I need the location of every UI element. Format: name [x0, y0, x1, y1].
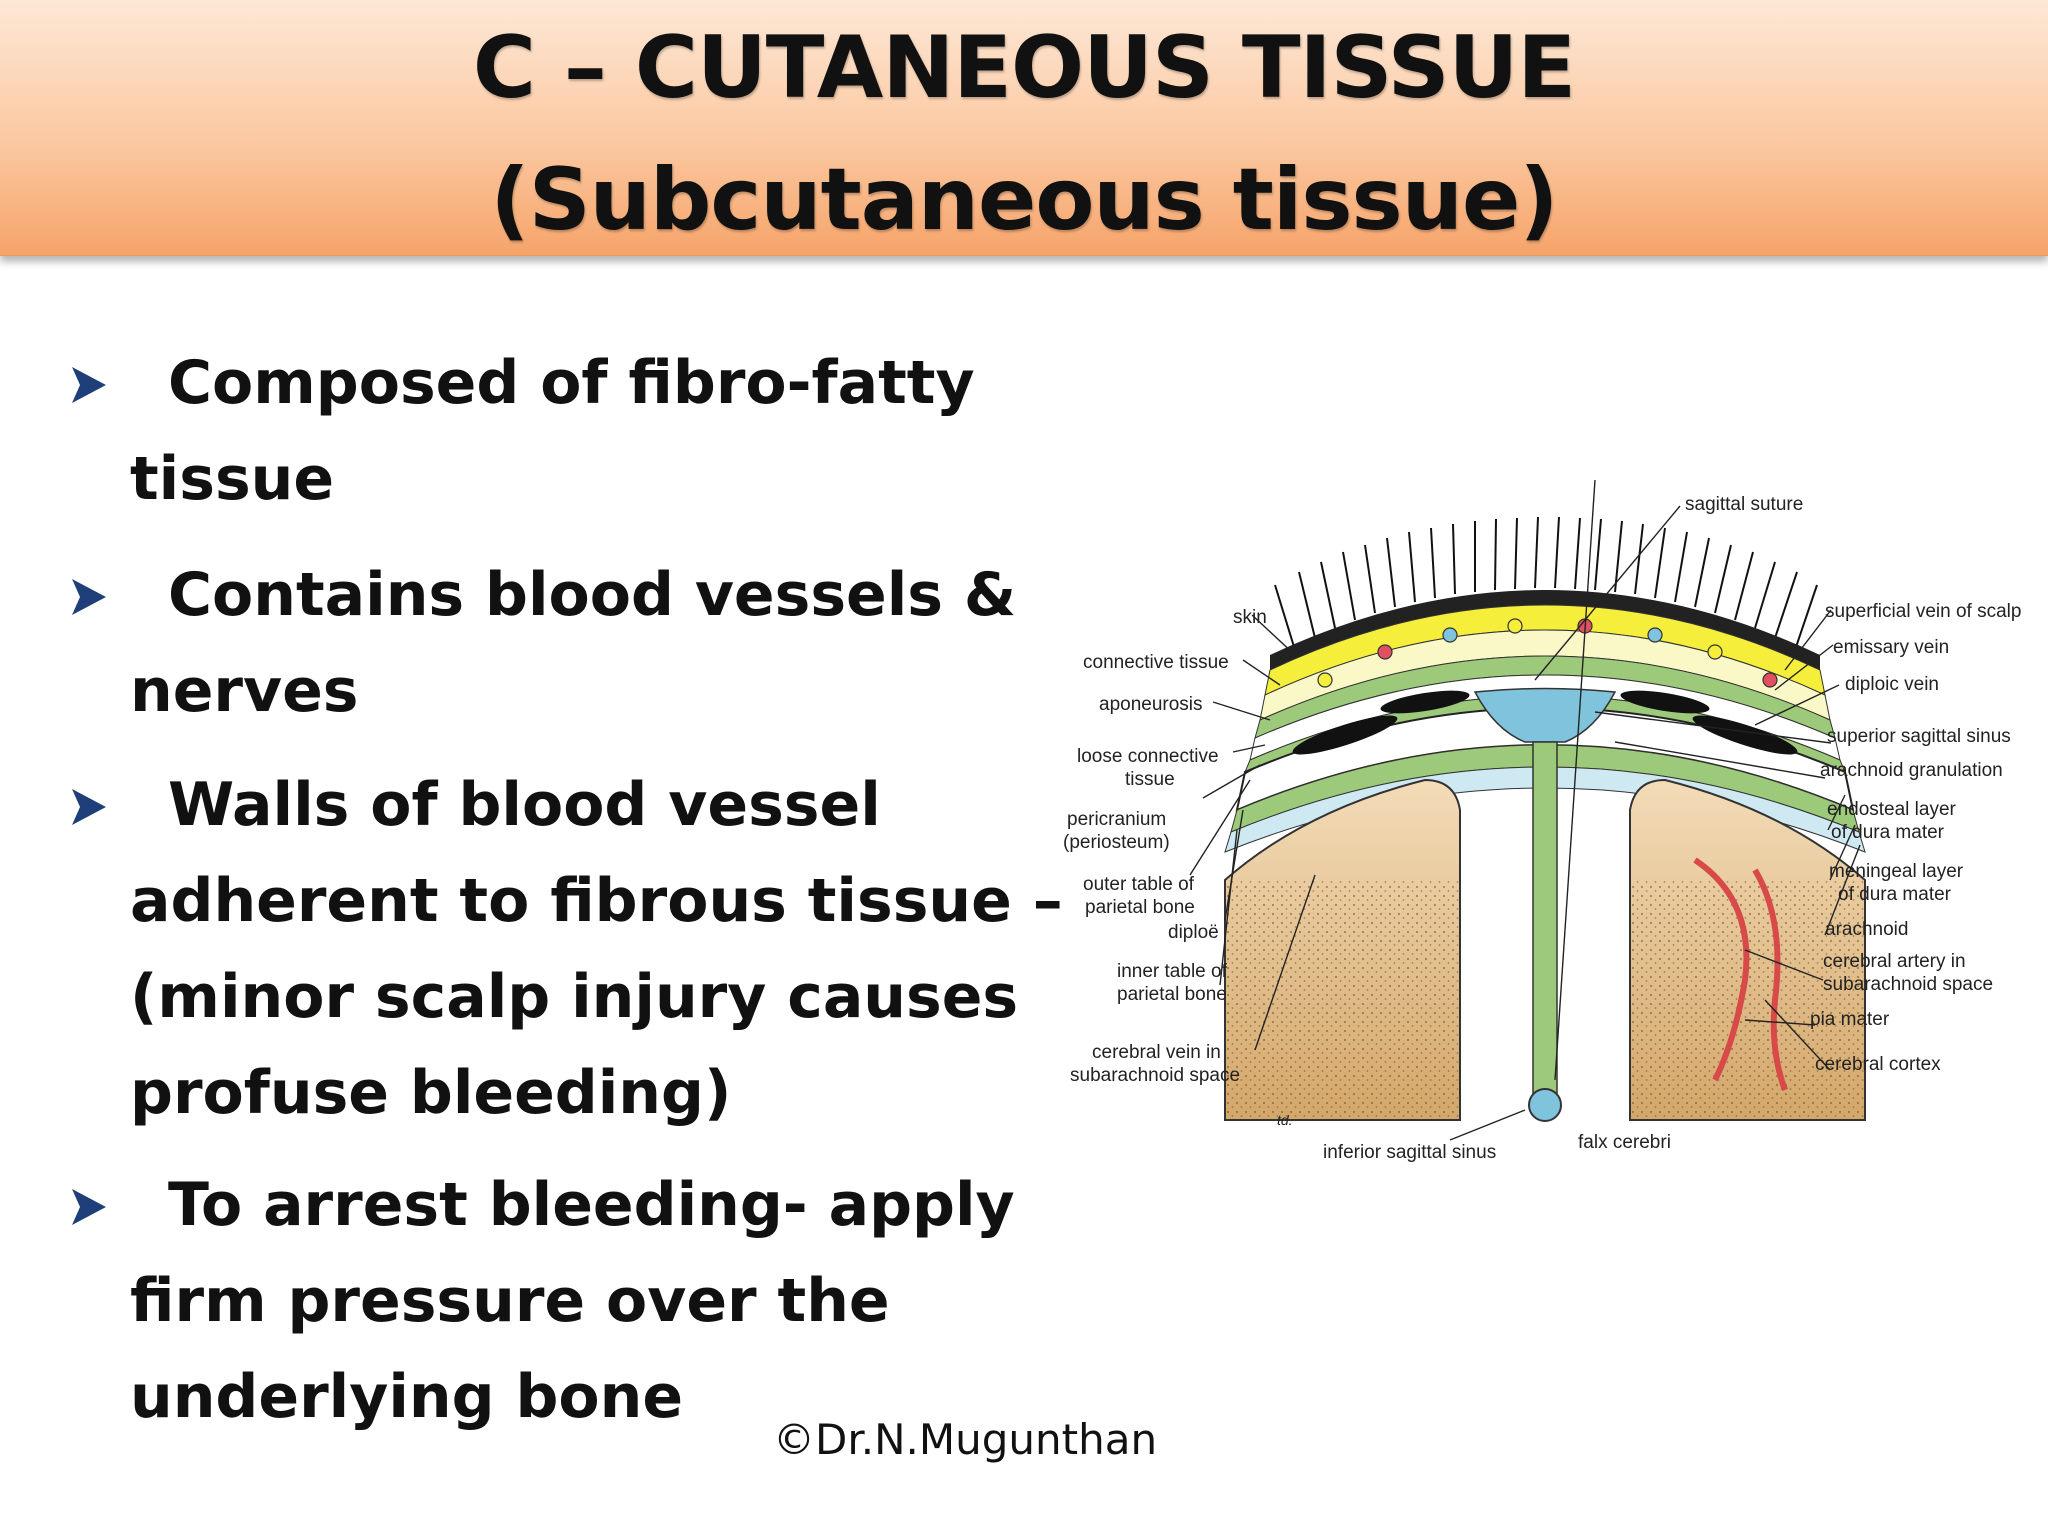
label-loose-connective-2: tissue — [1125, 769, 1175, 790]
inferior-sagittal-sinus — [1528, 1088, 1562, 1122]
arrow-bullet-icon — [72, 367, 106, 403]
label-superficial-vein: superficial vein of scalp — [1825, 601, 2021, 622]
label-meningeal: meningeal layer — [1829, 861, 1964, 882]
diploe-dots — [1292, 690, 1798, 755]
label-periosteum: (periosteum) — [1063, 832, 1170, 853]
arrow-bullet-icon — [72, 789, 106, 825]
label-inner-table-2: parietal bone — [1117, 984, 1227, 1005]
scalp-vessels — [1317, 618, 1778, 688]
label-connective-tissue: connective tissue — [1083, 652, 1229, 673]
bullet-text: To arrest bleeding- apply firm pressure … — [130, 1170, 1015, 1432]
label-inner-table: inner table of — [1117, 961, 1228, 982]
label-pericranium: pericranium — [1067, 809, 1166, 830]
hair-strands — [1274, 516, 1818, 651]
label-arachnoid-granulation: arachnoid granulation — [1820, 760, 2003, 781]
bullet-text: Contains blood vessels & nerves — [130, 560, 1017, 726]
label-endosteal-2: of dura mater — [1831, 822, 1945, 843]
label-inferior-sagittal-sinus: inferior sagittal sinus — [1323, 1142, 1496, 1163]
label-superior-sagittal-sinus: superior sagittal sinus — [1827, 726, 2011, 747]
label-sagittal-suture: sagittal suture — [1685, 494, 1803, 515]
right-cortex-texture — [1630, 880, 1865, 1120]
label-pia-mater: pia mater — [1810, 1009, 1890, 1030]
label-outer-table: outer table of — [1083, 874, 1195, 895]
label-diploic-vein: diploic vein — [1845, 674, 1939, 695]
bullet-text: Composed of fibro-fatty tissue — [130, 348, 975, 514]
label-cerebral-artery: cerebral artery in — [1823, 951, 1966, 972]
label-emissary-vein: emissary vein — [1833, 637, 1949, 658]
skin-layer — [1270, 590, 1820, 670]
cerebral-artery — [1693, 857, 1788, 1092]
leader-lines — [1189, 480, 1861, 1141]
label-skin: skin — [1233, 607, 1267, 628]
left-cortex-texture — [1225, 880, 1460, 1120]
bullet-list: Composed of fibro-fatty tissue Contains … — [72, 348, 1063, 1432]
arrow-bullet-icon — [72, 579, 106, 615]
copyright-text: ©Dr.N.Mugunthan — [773, 1415, 1158, 1464]
label-endosteal: endosteal layer — [1827, 799, 1957, 820]
label-meningeal-2: of dura mater — [1838, 884, 1952, 905]
label-cerebral-artery-2: subarachnoid space — [1823, 974, 1993, 995]
label-aponeurosis: aponeurosis — [1099, 694, 1203, 715]
label-diploe: diploë — [1168, 922, 1219, 943]
label-loose-connective: loose connective — [1077, 746, 1219, 767]
slide-title: C – CUTANEOUS TISSUE — [472, 18, 1576, 118]
label-artist-mark: td. — [1277, 1112, 1293, 1128]
label-outer-table-2: parietal bone — [1085, 897, 1195, 918]
label-cerebral-cortex: cerebral cortex — [1815, 1054, 1941, 1075]
bullet-text: Walls of blood vessel adherent to fibrou… — [130, 770, 1063, 1128]
label-cerebral-vein-2: subarachnoid space — [1070, 1065, 1240, 1086]
label-arachnoid: arachnoid — [1825, 919, 1908, 940]
falx-cerebri — [1532, 741, 1558, 1103]
label-falx-cerebri: falx cerebri — [1578, 1132, 1671, 1153]
slide-subtitle: (Subcutaneous tissue) — [490, 150, 1558, 250]
title-bar: C – CUTANEOUS TISSUE (Subcutaneous tissu… — [0, 0, 2048, 256]
arrow-bullet-icon — [72, 1189, 106, 1225]
label-cerebral-vein: cerebral vein in — [1092, 1042, 1221, 1063]
scalp-anatomy-diagram: sagittal suture skin connective tissue a… — [1063, 480, 2021, 1163]
